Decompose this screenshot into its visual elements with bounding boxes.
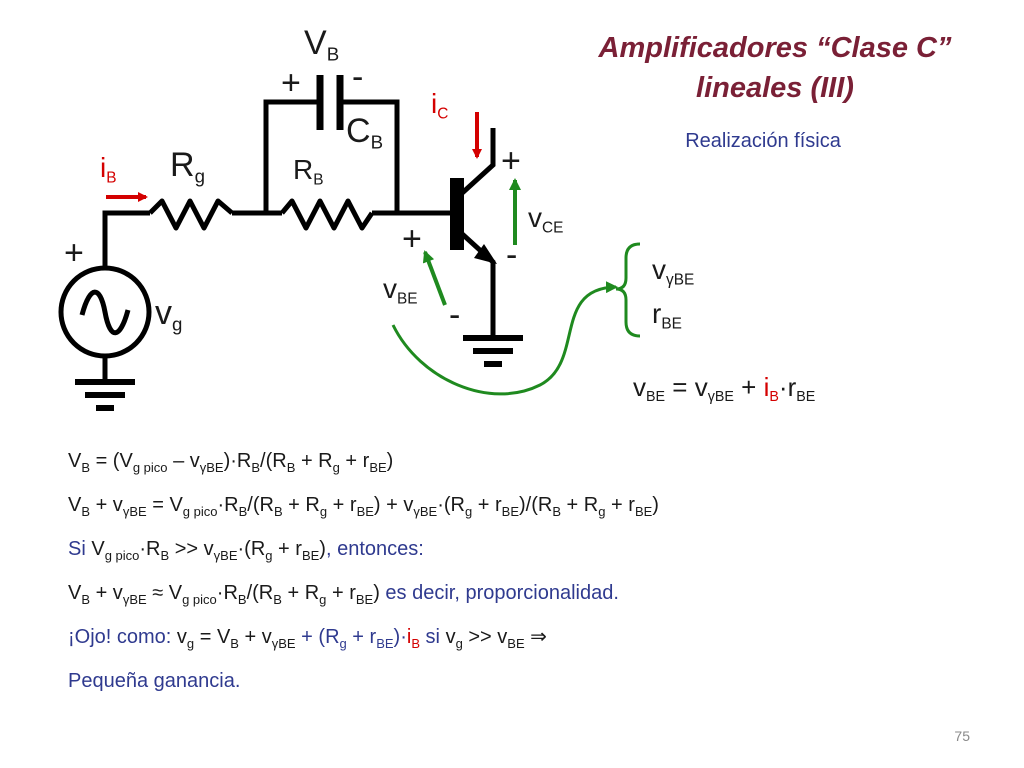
transistor-collector — [458, 128, 496, 197]
label-cb: CB — [346, 112, 384, 153]
circuit-diagram — [58, 75, 641, 411]
wire-cap-right — [340, 99, 400, 213]
equation-line-6: Pequeña ganancia. — [68, 670, 241, 692]
slide-title-line-2: lineales (III) — [696, 72, 854, 104]
diode-model-curve-arrow — [391, 281, 618, 396]
page-number: 75 — [954, 728, 970, 744]
label-vbe-minus: - — [449, 296, 461, 334]
label-cap-minus: - — [352, 58, 364, 96]
equation-line-3: Si Vg pico·RB >> vγBE·(Rg + rBE), entonc… — [68, 538, 424, 563]
label-rg: Rg — [170, 146, 205, 187]
label-source-plus: + — [64, 234, 84, 272]
equation-line-5: ¡Ojo! como: vg = VB + vγBE + (Rg + rBE)·… — [68, 626, 547, 651]
label-rb: RB — [293, 154, 324, 189]
equation-line-2: VB + vγBE = Vg pico·RB/(RB + Rg + rBE) +… — [68, 494, 659, 519]
label-vbe: vBE — [383, 273, 418, 308]
vbe-equation: vBE = vγBE + iB·rBE — [633, 372, 816, 405]
label-vb: VB — [304, 24, 340, 65]
emitter-arrow — [474, 244, 497, 264]
wire-source-to-rg — [102, 210, 150, 268]
vbe-arrow-icon — [422, 250, 447, 306]
label-vce-minus: - — [506, 236, 518, 274]
label-rbe: rBE — [652, 298, 682, 333]
diode-model-brace — [615, 242, 641, 338]
equations-block: VB = (Vg pico – vγBE)·RB/(RB + Rg + rBE)… — [68, 447, 968, 711]
transistor-emitter — [458, 230, 496, 335]
resistor-rg — [148, 198, 234, 231]
label-cap-plus: + — [281, 64, 301, 102]
slide-title-line-1: Amplificadores “Clase C” — [598, 32, 952, 64]
equation-line-1: VB = (Vg pico – vγBE)·RB/(RB + Rg + rBE) — [68, 450, 394, 475]
ac-source-sine-icon — [79, 289, 131, 336]
label-vbe-plus: + — [402, 220, 422, 258]
wire-cap-left — [263, 99, 320, 213]
label-vgamma-be: vγBE — [652, 254, 695, 289]
label-vg: vg — [155, 294, 183, 335]
label-vce-plus: + — [501, 142, 521, 180]
resistor-rb — [280, 198, 375, 231]
label-ib: iB — [100, 152, 117, 187]
label-ic: iC — [431, 88, 449, 123]
label-vce: vCE — [528, 202, 564, 237]
slide-subtitle: Realización física — [685, 130, 841, 152]
equation-line-4: VB + vγBE ≈ Vg pico·RB/(RB + Rg + rBE) e… — [68, 582, 619, 607]
